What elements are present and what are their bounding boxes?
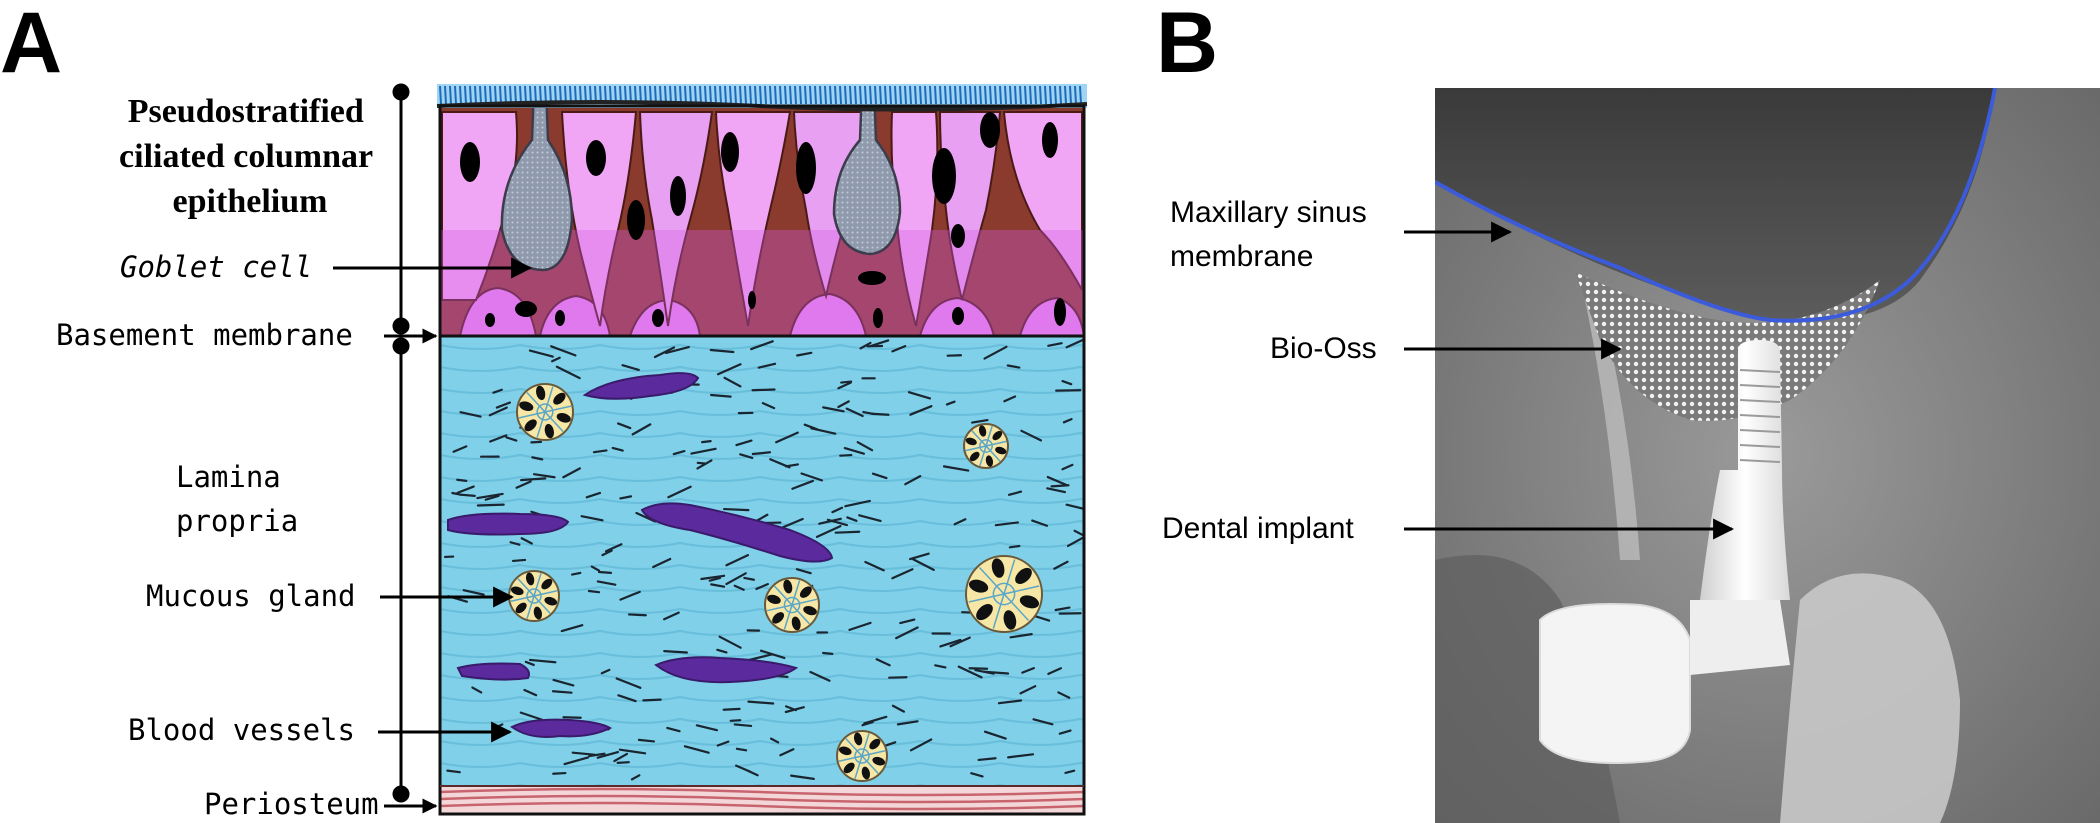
blood-vessels xyxy=(447,372,834,738)
adjacent-tooth-root xyxy=(1780,573,1960,823)
epithelium-layer xyxy=(436,84,1088,816)
blood-vessels-label: Blood vessels xyxy=(128,713,355,747)
bio-oss-label: Bio-Oss xyxy=(1270,332,1377,365)
blood-vessel xyxy=(510,718,613,738)
mucous-gland xyxy=(965,555,1043,633)
layer-brackets xyxy=(392,83,410,803)
mucous-gland xyxy=(516,383,574,441)
sinus-membrane-line xyxy=(1435,88,1997,323)
bracket-end xyxy=(392,317,410,335)
dental-implant-label: Dental implant xyxy=(1162,512,1354,545)
sinus-membrane-label: Maxillary sinus membrane xyxy=(1170,196,1375,273)
panel-a: A xyxy=(0,0,1088,821)
goblet-cell xyxy=(832,84,902,256)
panel-b-letter: B xyxy=(1156,0,1218,91)
goblet-cells xyxy=(500,84,902,272)
blood-vessel xyxy=(654,656,799,684)
dental-crown xyxy=(1539,603,1691,765)
mucous-gland-label: Mucous gland xyxy=(146,579,356,613)
bracket-end xyxy=(392,337,410,355)
blood-vessel xyxy=(447,512,570,536)
mucous-gland xyxy=(836,730,888,782)
periosteum-fibers xyxy=(439,787,1085,811)
mucous-gland xyxy=(508,570,560,622)
bracket-end xyxy=(392,785,410,803)
bracket-end xyxy=(392,83,410,101)
implant-threads xyxy=(1739,369,1781,463)
tissue-outline xyxy=(438,104,1086,816)
root-canal xyxy=(1585,300,1640,560)
implant-abutment xyxy=(1690,600,1790,675)
maxillary-sinus xyxy=(1435,88,1995,322)
basement-membrane-label: Basement membrane xyxy=(56,318,353,352)
bio-oss-graft xyxy=(1575,272,1880,421)
periosteum-layer xyxy=(439,786,1085,814)
periosteum-label: Periosteum xyxy=(204,787,379,821)
goblet-cell-label: Goblet cell xyxy=(120,250,312,284)
mucous-glands xyxy=(508,383,1043,782)
blood-vessel xyxy=(640,502,834,563)
panel-a-letter: A xyxy=(0,0,62,91)
mucous-gland xyxy=(764,577,820,633)
mucous-gland xyxy=(963,423,1009,469)
goblet-cell xyxy=(500,84,574,272)
lamina-propria-tissue xyxy=(440,336,1084,814)
radiograph xyxy=(1435,88,2100,823)
epithelium-label: Pseudostratified ciliated columnar epith… xyxy=(119,93,381,220)
panel-b: B xyxy=(1156,0,2100,823)
blood-vessel xyxy=(456,662,530,681)
cell-nuclei xyxy=(460,112,1066,328)
blood-vessel xyxy=(582,372,700,400)
lamina-propria-label: Lamina propria xyxy=(176,460,298,538)
